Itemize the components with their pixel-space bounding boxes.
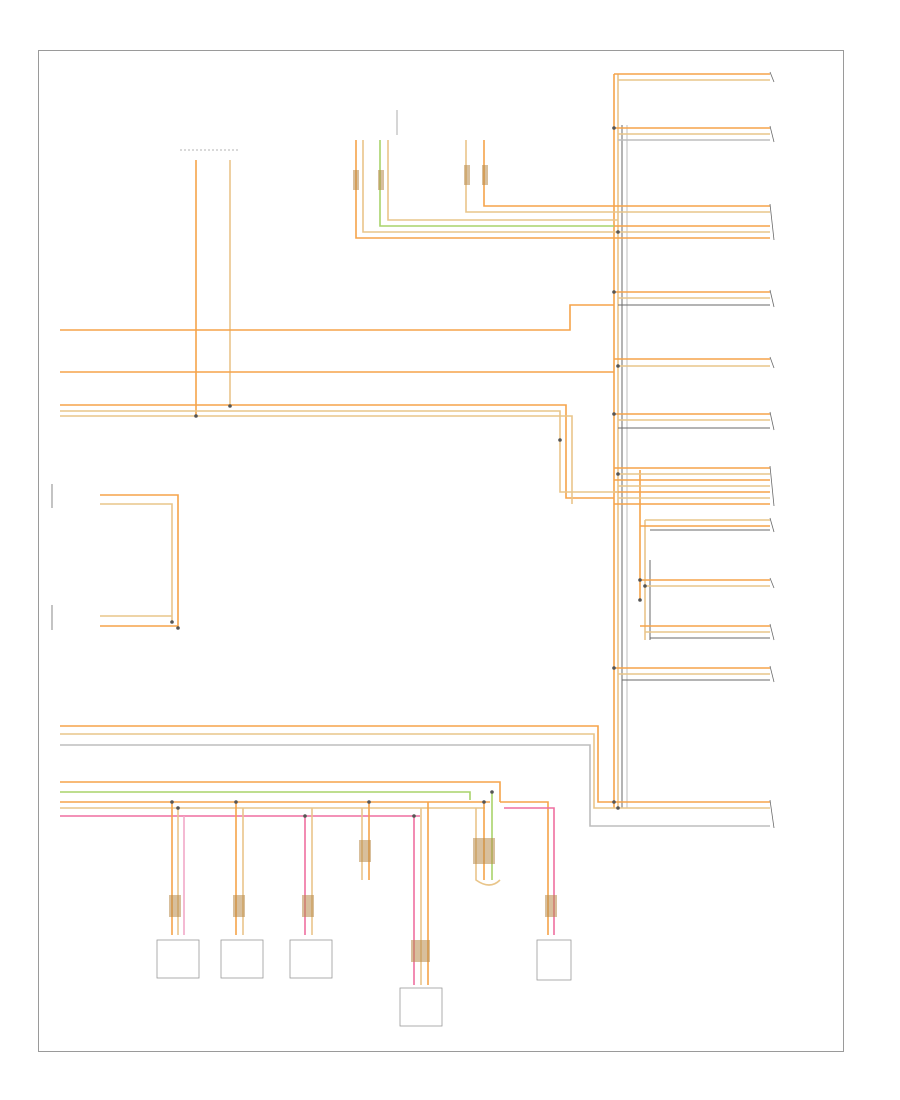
splice-dots <box>170 126 647 818</box>
lower-buses <box>60 725 627 827</box>
diagram-frame <box>38 50 844 1052</box>
connector-marks <box>169 165 557 962</box>
top-left-drops <box>180 149 240 416</box>
bottom-component-boxes <box>156 939 572 1027</box>
right-feed-wires <box>614 73 770 827</box>
top-middle-wires <box>355 110 618 239</box>
right-terminal-ticks <box>769 71 775 829</box>
right-bus-trunks <box>613 74 651 808</box>
left-door-wires <box>100 494 179 628</box>
left-horizontal-buses <box>60 304 618 504</box>
